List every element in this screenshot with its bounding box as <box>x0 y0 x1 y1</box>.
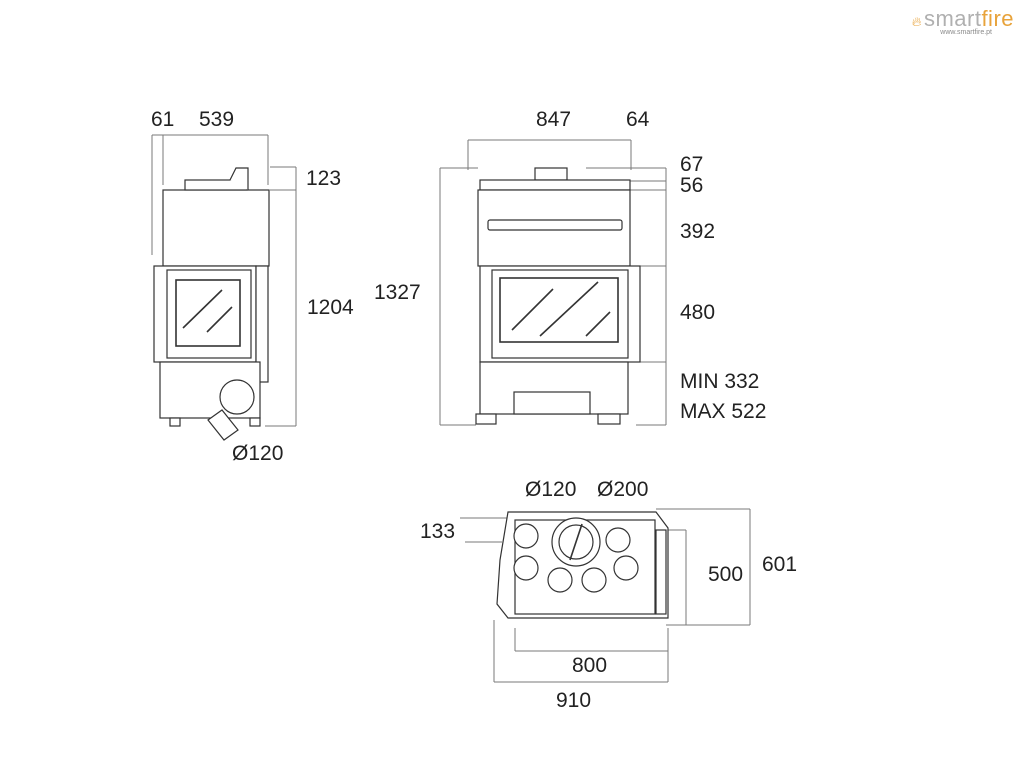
side-upper-hood <box>162 189 270 267</box>
brand-name-part2: fire <box>981 6 1014 31</box>
side-duct-outlet <box>219 379 255 415</box>
top-dim-800: 800 <box>572 654 607 677</box>
side-collar-step <box>229 167 249 190</box>
side-foot-left <box>169 417 181 427</box>
top-duct-lower-1 <box>513 555 539 581</box>
top-dim-910: 910 <box>556 689 591 712</box>
top-dim-500: 500 <box>708 563 743 586</box>
top-dim-601: 601 <box>762 553 797 576</box>
front-glass-reflection-2 <box>539 281 599 337</box>
side-glass <box>175 279 241 347</box>
front-dim-1327: 1327 <box>374 281 421 304</box>
front-base-tray <box>513 391 591 415</box>
side-dim-123: 123 <box>306 167 341 190</box>
front-glass <box>499 277 619 343</box>
front-dim-max: MAX 522 <box>680 400 766 423</box>
front-foot-right <box>597 413 621 425</box>
top-duct-small-1 <box>513 523 539 549</box>
side-glass-reflection-1 <box>182 289 223 329</box>
front-foot-left <box>475 413 497 425</box>
side-view-dimension-lines <box>151 134 297 427</box>
side-dim-539: 539 <box>199 108 234 131</box>
front-dim-64: 64 <box>626 108 650 131</box>
side-duct-pipe <box>207 409 239 441</box>
top-duct-large-mark <box>569 523 583 561</box>
brand-url: www.smartfire.pt <box>940 29 992 36</box>
top-dim-small-duct: Ø120 <box>525 478 576 501</box>
top-duct-lower-3 <box>581 567 607 593</box>
top-duct-lower-4 <box>613 555 639 581</box>
side-dim-61: 61 <box>151 108 174 131</box>
side-dim-1204: 1204 <box>307 296 354 319</box>
front-glass-reflection-1 <box>511 288 554 331</box>
front-hood-slot <box>487 219 623 231</box>
front-dim-392: 392 <box>680 220 715 243</box>
brand-name-part1: smart <box>923 6 982 31</box>
front-dim-min: MIN 332 <box>680 370 759 393</box>
brand-logo: 🔥︎smartfire www.smartfire.pt <box>912 6 1014 36</box>
side-rear-frame <box>255 265 269 383</box>
front-view-dimension-lines <box>439 139 667 426</box>
side-glass-reflection-2 <box>206 306 233 333</box>
flame-icon: 🔥︎ <box>911 14 922 29</box>
top-duct-lower-2 <box>547 567 573 593</box>
brand-wordmark: 🔥︎smartfire <box>912 6 1014 32</box>
front-dim-67: 67 <box>680 153 703 176</box>
front-dim-847: 847 <box>536 108 571 131</box>
top-front-plate <box>655 529 667 615</box>
side-foot-right <box>249 417 261 427</box>
top-dim-133: 133 <box>420 520 455 543</box>
front-dim-480: 480 <box>680 301 715 324</box>
top-view: Ø120 Ø200 133 500 601 800 910 <box>420 478 797 712</box>
front-dim-56: 56 <box>680 174 703 197</box>
side-dim-duct: Ø120 <box>232 442 283 465</box>
front-view: 847 64 1327 67 56 392 480 MIN 332 MAX 52… <box>374 108 766 426</box>
top-view-dimension-lines <box>460 508 751 683</box>
front-glass-reflection-3 <box>585 311 611 337</box>
side-view: 61 539 123 1204 Ø120 <box>151 108 354 465</box>
front-top-collar <box>534 167 568 181</box>
top-duct-small-2 <box>605 527 631 553</box>
top-dim-large-duct: Ø200 <box>597 478 648 501</box>
front-top-plate <box>479 179 631 191</box>
